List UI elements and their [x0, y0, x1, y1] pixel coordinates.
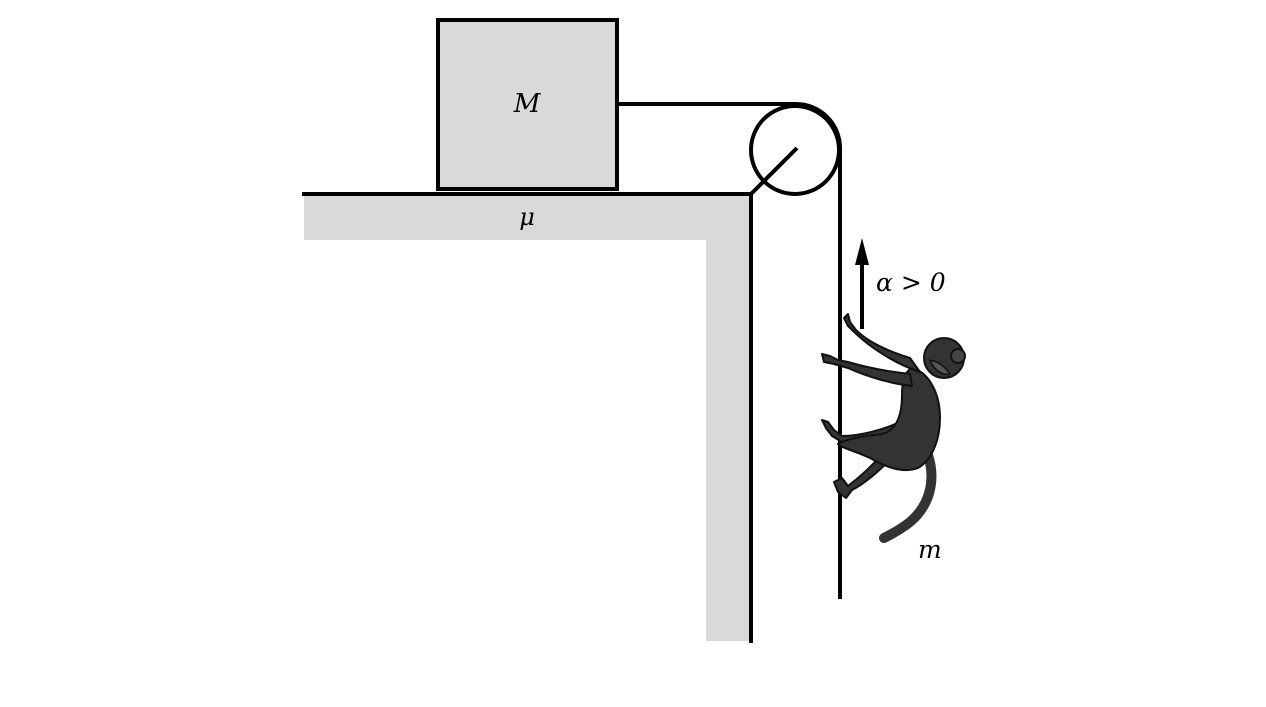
acceleration-arrow — [855, 238, 869, 329]
arrow-head — [855, 238, 869, 265]
monkey-torso — [837, 367, 941, 472]
monkey-tail — [879, 450, 937, 543]
table-support — [302, 192, 753, 643]
pulley-wheel — [749, 104, 841, 196]
block-label: M — [513, 89, 542, 119]
acceleration-label: α > 0 — [876, 268, 946, 297]
block-body — [436, 18, 619, 191]
monkey-label: m — [918, 535, 942, 564]
pulley-bracket — [749, 146, 799, 196]
monkey-upper-arm — [843, 313, 921, 373]
table-top-shade — [304, 194, 751, 240]
block-m: M — [436, 18, 619, 191]
monkey-face — [929, 359, 951, 376]
pulley — [749, 104, 841, 196]
wall-shade — [706, 194, 751, 641]
monkey-lower-arm — [821, 353, 913, 387]
monkey-ear — [950, 348, 966, 364]
monkey-figure — [821, 313, 966, 543]
friction-label: μ — [519, 203, 535, 231]
monkey-lower-leg — [833, 451, 893, 499]
